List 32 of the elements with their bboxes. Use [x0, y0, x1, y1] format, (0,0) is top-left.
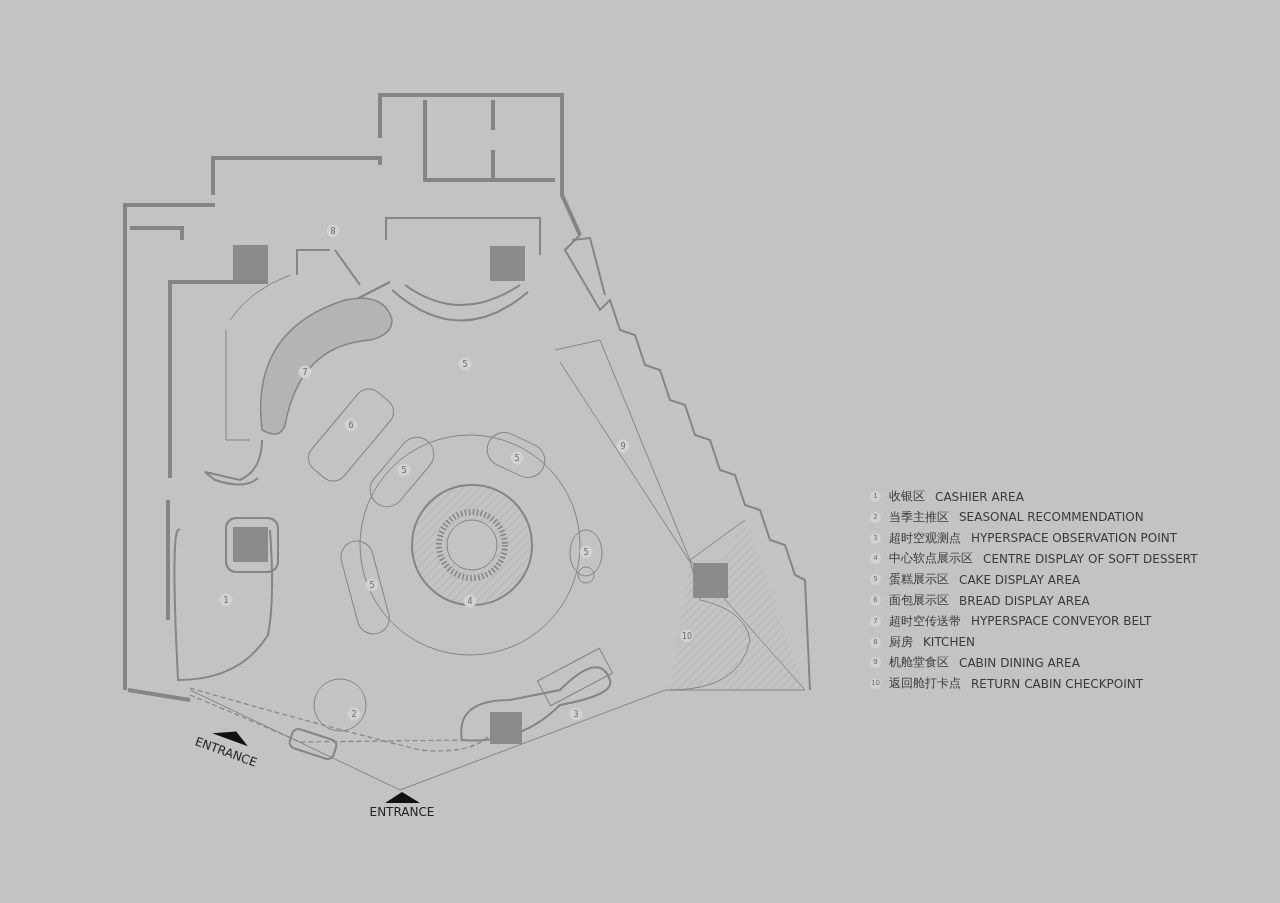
- callout-number: 6: [344, 418, 358, 432]
- area-name: 机舱堂食区: [889, 654, 949, 672]
- callout-number: 5: [579, 545, 593, 559]
- area-name: CENTRE DISPLAY OF SOFT DESSERT: [983, 551, 1198, 566]
- area-name: SEASONAL RECOMMENDATION: [959, 510, 1144, 525]
- callout-number: 1: [219, 593, 233, 607]
- area-name: HYPERSPACE CONVEYOR BELT: [971, 614, 1152, 629]
- callout-number: 9: [616, 439, 630, 453]
- entrance-label: ENTRANCE: [369, 805, 435, 819]
- area-name: 面包展示区: [889, 592, 949, 609]
- area-name: 返回舱打卡点: [889, 675, 961, 693]
- area-name: 超时空观测点: [889, 529, 961, 547]
- callout-number: 5: [458, 357, 472, 371]
- area-name: BREAD DISPLAY AREA: [959, 593, 1090, 608]
- area-name: 超时空传送带: [889, 612, 961, 630]
- area-name: 中心软点展示区: [889, 550, 973, 568]
- callout-number: 5: [510, 451, 524, 465]
- area-name: 当季主推区: [889, 508, 949, 526]
- callout-number: 3: [569, 707, 583, 721]
- callout-number: 2: [347, 707, 361, 721]
- area-name: CAKE DISPLAY AREA: [959, 572, 1081, 587]
- area-name: HYPERSPACE OBSERVATION POINT: [971, 531, 1178, 546]
- area-name: KITCHEN: [923, 635, 975, 650]
- area-name: 蛋糕展示区: [889, 571, 949, 589]
- area-name: CABIN DINING AREA: [959, 655, 1080, 670]
- callout-number: 5: [397, 463, 411, 477]
- callout-number: 5: [365, 578, 379, 592]
- callout-number: 8: [326, 224, 340, 238]
- area-name: RETURN CABIN CHECKPOINT: [971, 676, 1144, 691]
- area-name: CASHIER AREA: [935, 489, 1024, 504]
- area-name: 收银区: [889, 488, 925, 505]
- area-name: 厨房: [889, 633, 913, 651]
